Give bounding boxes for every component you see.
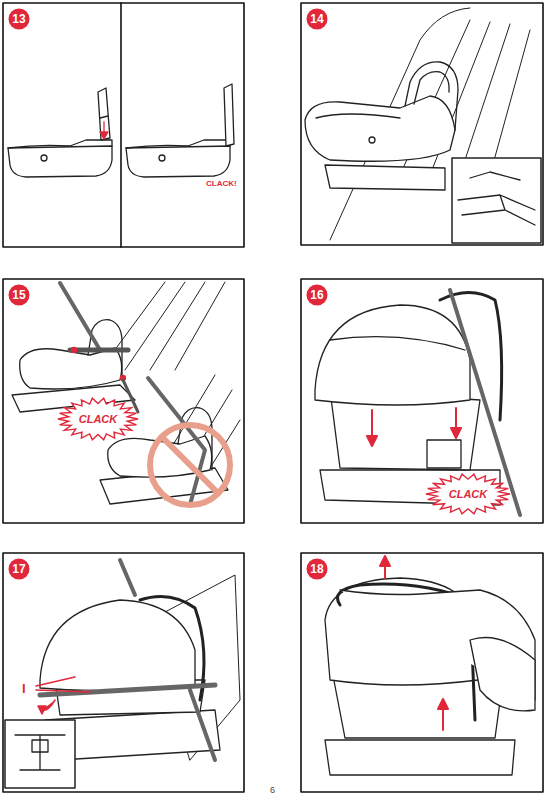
sound-burst: CLACK	[58, 398, 138, 440]
red-leaders	[36, 677, 90, 714]
sound-text: CLACK	[79, 414, 118, 425]
disc	[307, 559, 328, 580]
disc	[9, 9, 30, 30]
callout-number: 17	[12, 563, 25, 575]
callout-number: 14	[310, 13, 323, 25]
carrier-base	[305, 62, 458, 190]
red-arrows	[367, 408, 461, 446]
red-arrow	[100, 122, 108, 139]
callout-number: 16	[310, 289, 323, 301]
step-number: 15	[8, 284, 30, 306]
red-arrows	[380, 556, 448, 730]
burst-star	[426, 474, 510, 514]
part-label: I	[22, 682, 26, 695]
base-side-view	[8, 84, 234, 177]
prohibition-sign	[150, 425, 230, 505]
carrier-with-canopy	[315, 290, 520, 515]
sound-label: CLACK!	[206, 180, 237, 188]
step-number: 14	[306, 8, 328, 30]
page-number: 6	[270, 786, 275, 795]
panel-frames	[3, 3, 543, 792]
disc	[307, 9, 328, 30]
step-number: 17	[8, 558, 30, 580]
carrier-lifted	[325, 578, 535, 775]
sound-text: CLACK	[449, 489, 488, 500]
callout-number: 18	[310, 563, 323, 575]
callout-number: 13	[12, 13, 25, 25]
burst-star	[58, 398, 138, 440]
inset-detail	[452, 158, 541, 243]
disc	[9, 285, 30, 306]
carrier-base-belt	[12, 283, 228, 505]
carrier-belt-routing	[5, 560, 240, 788]
step-number: 18	[306, 558, 328, 580]
disc	[307, 285, 328, 306]
step-number: 16	[306, 284, 328, 306]
disc	[9, 559, 30, 580]
step-number: 13	[8, 8, 30, 30]
sound-burst: CLACK	[426, 474, 510, 514]
callout-number: 15	[12, 289, 25, 301]
